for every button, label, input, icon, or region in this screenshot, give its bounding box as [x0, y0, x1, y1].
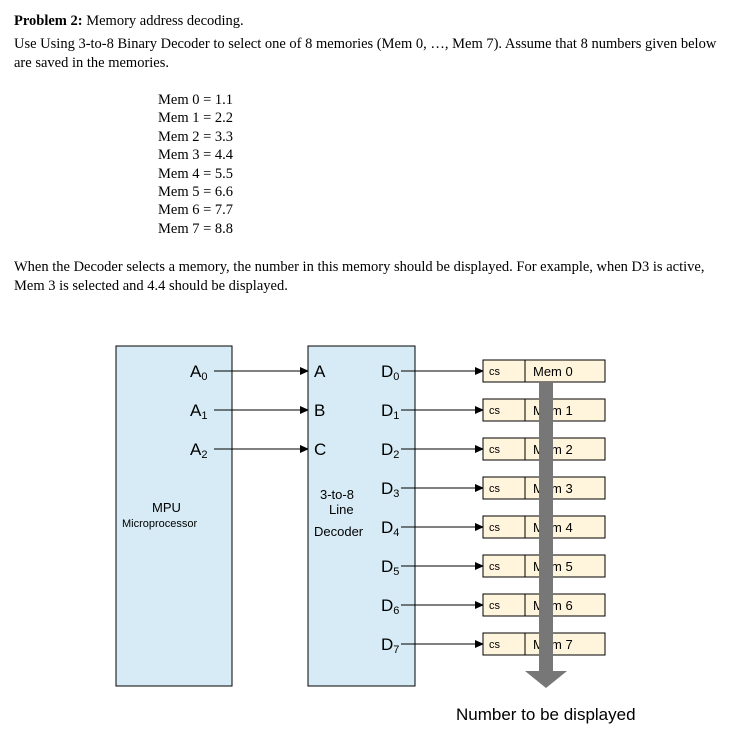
- mpu-box: [115, 345, 233, 687]
- problem-title: Problem 2: Memory address decoding.: [14, 12, 244, 31]
- decoder-box: [307, 345, 416, 687]
- memory-value-item: Mem 2 = 3.3: [158, 128, 234, 145]
- decoder-input-c: C: [314, 440, 326, 459]
- decoder-output-label: D1: [381, 401, 399, 422]
- decoder-output-label: D2: [381, 440, 399, 461]
- decoder-output-label: D0: [381, 362, 399, 383]
- data-bus: [539, 655, 553, 671]
- cs-label: cs: [489, 483, 501, 495]
- memory-value-item: Mem 7 = 8.8: [158, 220, 234, 237]
- intro-paragraph: Use Using 3-to-8 Binary Decoder to selec…: [14, 36, 717, 71]
- cs-label: cs: [489, 405, 501, 417]
- memory-value-item: Mem 1 = 2.2: [158, 110, 234, 127]
- cs-label: cs: [489, 561, 501, 573]
- mpu-label: MPU: [152, 500, 181, 515]
- mpu-pin-label: A0: [190, 362, 207, 383]
- memory-value-list: Mem 0 = 1.1 Mem 1 = 2.2 Mem 2 = 3.3 Mem …: [158, 91, 233, 238]
- decoder-label-line: Decoder: [314, 524, 364, 539]
- memory-value-item: Mem 0 = 1.1: [158, 92, 234, 108]
- cs-label: cs: [489, 600, 501, 612]
- decoder-diagram: MPU Microprocessor A0 A1 A2 A B C 3-to-8…: [115, 345, 636, 724]
- decoder-output-label: D6: [381, 596, 399, 617]
- decoder-output-label: D4: [381, 518, 399, 539]
- data-bus: [539, 382, 553, 657]
- output-arrow: [525, 671, 567, 688]
- output-label: Number to be displayed: [456, 705, 636, 724]
- cs-label: cs: [489, 366, 501, 378]
- decoder-input-a: A: [314, 362, 326, 381]
- decoder-output-label: D5: [381, 557, 399, 578]
- cs-label: cs: [489, 522, 501, 534]
- explanation-paragraph: When the Decoder selects a memory, the n…: [14, 259, 705, 294]
- mpu-sublabel: Microprocessor: [122, 518, 198, 530]
- mpu-pin-label: A1: [190, 401, 207, 422]
- problem-number: Problem 2:: [14, 13, 83, 29]
- decoder-input-b: B: [314, 401, 325, 420]
- memory-value-item: Mem 3 = 4.4: [158, 147, 234, 164]
- decoder-label-line: Line: [329, 502, 354, 517]
- decoder-label-line: 3-to-8: [320, 487, 354, 502]
- memory-label: Mem 0: [533, 364, 573, 379]
- decoder-output-label: D7: [381, 635, 399, 656]
- memory-value-item: Mem 5 = 6.6: [158, 184, 234, 201]
- problem-heading: Memory address decoding.: [82, 13, 244, 29]
- cs-label: cs: [489, 639, 501, 651]
- memory-value-item: Mem 6 = 7.7: [158, 202, 234, 219]
- cs-label: cs: [489, 444, 501, 456]
- memory-value-item: Mem 4 = 5.5: [158, 165, 234, 182]
- mpu-pin-label: A2: [190, 440, 207, 461]
- decoder-output-label: D3: [381, 479, 399, 500]
